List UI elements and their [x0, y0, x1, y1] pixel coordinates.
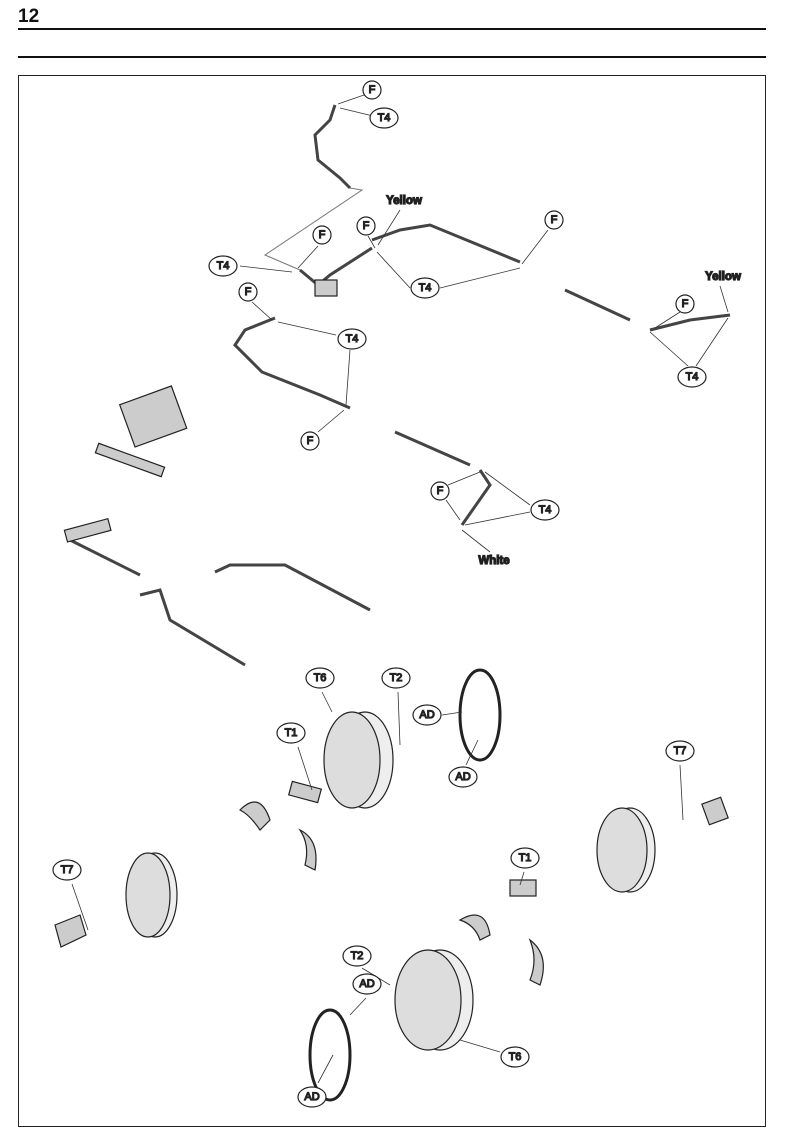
svg-text:T7: T7: [61, 864, 74, 876]
svg-text:T2: T2: [351, 950, 364, 962]
color-label-yellow: Yellow: [386, 195, 422, 207]
svg-text:T1: T1: [285, 727, 298, 739]
svg-text:T4: T4: [686, 371, 699, 383]
svg-text:T6: T6: [509, 1051, 522, 1063]
callouts: F T4 Yellow F F F T4 T4 F T4 F Yellow F …: [52, 80, 742, 1108]
svg-text:T4: T4: [419, 282, 432, 294]
svg-text:T4: T4: [539, 504, 552, 516]
svg-text:F: F: [437, 485, 444, 497]
svg-text:F: F: [682, 298, 689, 310]
color-label-yellow: Yellow: [705, 271, 741, 283]
callout-f: F: [362, 80, 382, 100]
svg-text:T4: T4: [217, 260, 230, 272]
svg-text:F: F: [551, 214, 558, 226]
svg-text:F: F: [369, 84, 376, 96]
svg-text:AD: AD: [419, 709, 434, 721]
leader-lines: [71, 94, 729, 1084]
svg-text:F: F: [363, 220, 370, 232]
svg-text:T4: T4: [346, 333, 359, 345]
header-rule-2: [18, 56, 766, 58]
color-label-white: White: [478, 555, 509, 567]
svg-text:T4: T4: [378, 112, 391, 124]
svg-text:T7: T7: [674, 745, 687, 757]
parts: [54, 279, 729, 1102]
svg-text:F: F: [307, 435, 314, 447]
svg-text:AD: AD: [359, 978, 374, 990]
svg-text:T2: T2: [390, 672, 403, 684]
callout-t4: T4: [369, 107, 399, 129]
diagram-frame: [18, 75, 766, 1127]
svg-text:AD: AD: [304, 1091, 319, 1103]
svg-text:F: F: [245, 286, 252, 298]
header-rule: [18, 28, 766, 30]
svg-text:T1: T1: [519, 852, 532, 864]
pipe-thin-lines: [263, 187, 364, 271]
page-number: 12: [18, 6, 40, 27]
brake-pipes: [69, 104, 731, 667]
svg-text:F: F: [319, 229, 326, 241]
svg-text:T6: T6: [314, 672, 327, 684]
svg-text:AD: AD: [455, 771, 470, 783]
